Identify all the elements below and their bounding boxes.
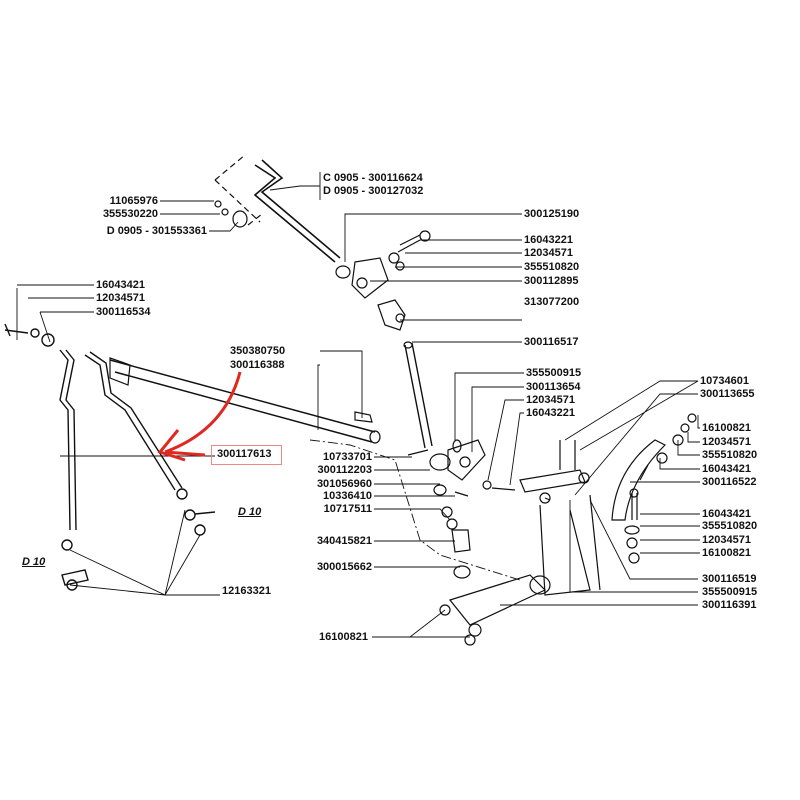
part-label[interactable]: 16100821 [702, 422, 751, 434]
part-label[interactable]: 300116522 [702, 476, 757, 488]
part-label[interactable]: 300015662 [316, 561, 372, 573]
highlight-box [211, 445, 282, 465]
part-label[interactable]: 300116519 [702, 573, 757, 585]
part-label[interactable]: 10336410 [323, 490, 372, 502]
part-label[interactable]: 300112203 [317, 464, 372, 476]
part-label[interactable]: 355510820 [524, 261, 580, 273]
part-label[interactable]: D 0905 - 300127032 [323, 185, 424, 197]
part-label[interactable]: D 0905 - 301553361 [106, 225, 207, 237]
part-label[interactable]: 12034571 [702, 436, 751, 448]
part-label[interactable]: 313077200 [524, 296, 580, 308]
part-label[interactable]: 350380750 [230, 345, 286, 357]
part-label[interactable]: 16100821 [319, 631, 368, 643]
part-label[interactable]: 355530220 [102, 208, 158, 220]
part-label[interactable]: 10717511 [323, 503, 372, 515]
part-label[interactable]: 12034571 [702, 534, 751, 546]
part-label[interactable]: 16043221 [526, 407, 575, 419]
part-label[interactable]: C 0905 - 300116624 [323, 172, 423, 184]
d10-note: D 10 [22, 556, 46, 568]
part-label[interactable]: 300113655 [700, 388, 755, 400]
d10-note: D 10 [238, 506, 262, 518]
part-label[interactable]: 10734601 [700, 375, 749, 387]
part-label[interactable]: 12034571 [524, 247, 573, 259]
part-label[interactable]: 12163321 [222, 585, 271, 597]
part-label[interactable]: 12034571 [526, 394, 575, 406]
highlight-arrow-icon [157, 371, 242, 462]
part-label[interactable]: 355500915 [526, 367, 582, 379]
part-label[interactable]: 355510820 [702, 449, 758, 461]
part-label[interactable]: 16043421 [702, 463, 751, 475]
part-label[interactable]: 355500915 [702, 586, 758, 598]
part-label[interactable]: 300116534 [96, 306, 151, 318]
part-label[interactable]: 340415821 [316, 535, 372, 547]
part-label[interactable]: 300125190 [524, 208, 580, 220]
highlighted-part-label[interactable]: 300117613 [217, 448, 272, 460]
part-label[interactable]: 10733701 [323, 451, 372, 463]
part-label[interactable]: 16100821 [702, 547, 751, 559]
gear-lever-top [214, 154, 341, 263]
right-parts [519, 413, 697, 596]
part-label[interactable]: 16043421 [96, 279, 145, 291]
part-label[interactable]: 300112895 [524, 275, 579, 287]
selector-rod [109, 357, 381, 444]
part-label[interactable]: 355510820 [702, 520, 758, 532]
part-label[interactable]: 300116517 [524, 336, 579, 348]
center-parts [407, 439, 551, 646]
part-label[interactable]: 11065976 [109, 195, 158, 207]
part-label[interactable]: 16043221 [524, 234, 573, 246]
part-label[interactable]: 301056960 [316, 478, 372, 490]
part-label[interactable]: 300116388 [230, 359, 285, 371]
upper-linkage [335, 230, 433, 449]
part-label[interactable]: 300113654 [526, 381, 581, 393]
leader-lines [16, 172, 700, 638]
part-label[interactable]: 12034571 [96, 292, 145, 304]
part-label[interactable]: 300116391 [702, 599, 757, 611]
left-rods [4, 323, 216, 591]
part-label[interactable]: 16043421 [702, 508, 751, 520]
